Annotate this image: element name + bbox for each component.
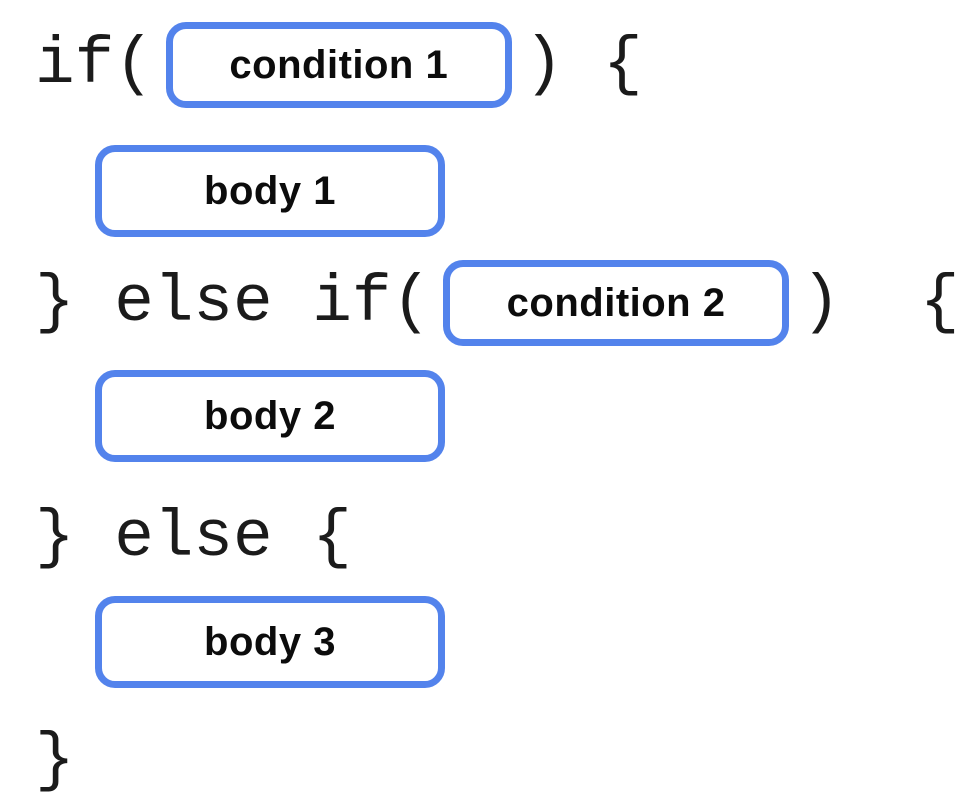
code-text-if-close: ) {	[523, 27, 643, 102]
condition-1-slot: condition 1	[165, 22, 512, 108]
body-2-slot: body 2	[95, 370, 445, 462]
body-1-slot: body 1	[95, 145, 445, 237]
code-text-close-brace: }	[35, 723, 75, 798]
condition-1-label: condition 1	[229, 43, 449, 87]
condition-2-slot: condition 2	[443, 260, 790, 346]
code-text-else-if-close: ) {	[801, 265, 960, 340]
code-text-else: } else {	[35, 500, 352, 575]
body-2-row: body 2	[0, 370, 980, 462]
code-text-if-open: if(	[35, 27, 154, 102]
body-3-slot: body 3	[95, 596, 445, 688]
code-line-else-if: } else if( condition 2 ) {	[0, 258, 980, 348]
code-line-else: } else {	[0, 495, 980, 581]
body-3-label: body 3	[204, 619, 336, 664]
body-1-label: body 1	[204, 168, 336, 213]
code-line-if: if( condition 1 ) {	[0, 20, 980, 110]
body-3-row: body 3	[0, 596, 980, 688]
code-text-else-if-open: } else if(	[35, 265, 432, 340]
body-2-label: body 2	[204, 393, 336, 438]
code-line-close: }	[0, 716, 980, 806]
condition-2-label: condition 2	[506, 281, 726, 325]
body-1-row: body 1	[0, 145, 980, 237]
